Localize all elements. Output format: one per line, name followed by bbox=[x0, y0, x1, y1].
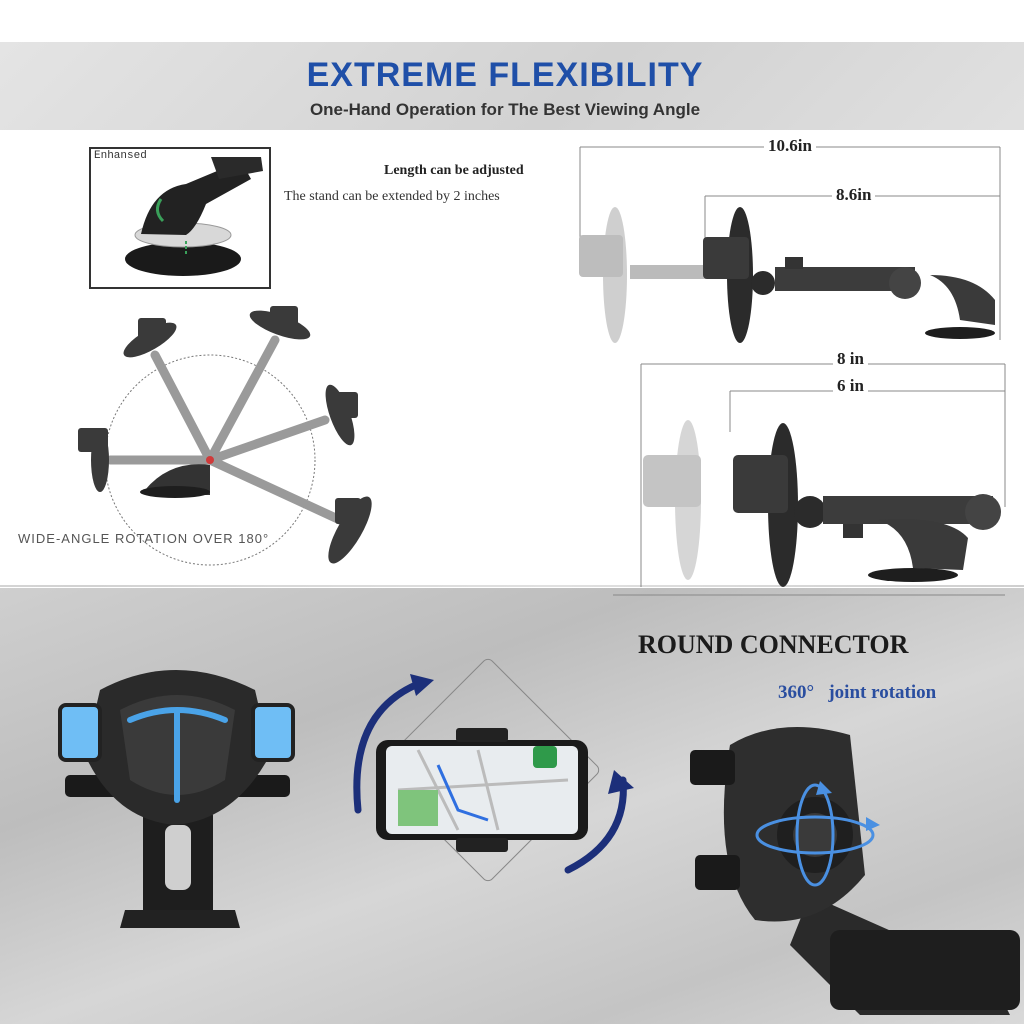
rotation-caption: WIDE-ANGLE ROTATION OVER 180° bbox=[18, 531, 270, 546]
phone-holder-icon bbox=[58, 670, 295, 928]
extension-note: The stand can be extended by 2 inches bbox=[284, 189, 500, 204]
mount-extended-bottom bbox=[643, 420, 1001, 587]
connector-subtitle: 360° joint rotation bbox=[778, 682, 937, 703]
length-heading: Length can be adjusted bbox=[384, 163, 524, 178]
map-phone-icon bbox=[376, 728, 588, 852]
connector-title: ROUND CONNECTOR bbox=[638, 630, 909, 659]
page-subtitle: One-Hand Operation for The Best Viewing … bbox=[309, 100, 701, 119]
dimension-label: 8 in bbox=[833, 349, 868, 369]
page-title: EXTREME FLEXIBILITY bbox=[306, 56, 704, 94]
dimension-label: 10.6in bbox=[764, 136, 816, 156]
rotation-fan-diagram bbox=[78, 306, 372, 566]
dimension-label: 8.6in bbox=[832, 185, 876, 205]
inset-label: Enhansed bbox=[94, 150, 147, 162]
suction-mount-icon bbox=[125, 157, 263, 276]
inset-frame bbox=[89, 147, 271, 289]
mount-extended-top bbox=[579, 207, 995, 343]
round-connector-icon bbox=[690, 727, 1020, 1015]
dimension-label: 6 in bbox=[833, 376, 868, 396]
rotation-arrow-icon bbox=[353, 658, 634, 882]
